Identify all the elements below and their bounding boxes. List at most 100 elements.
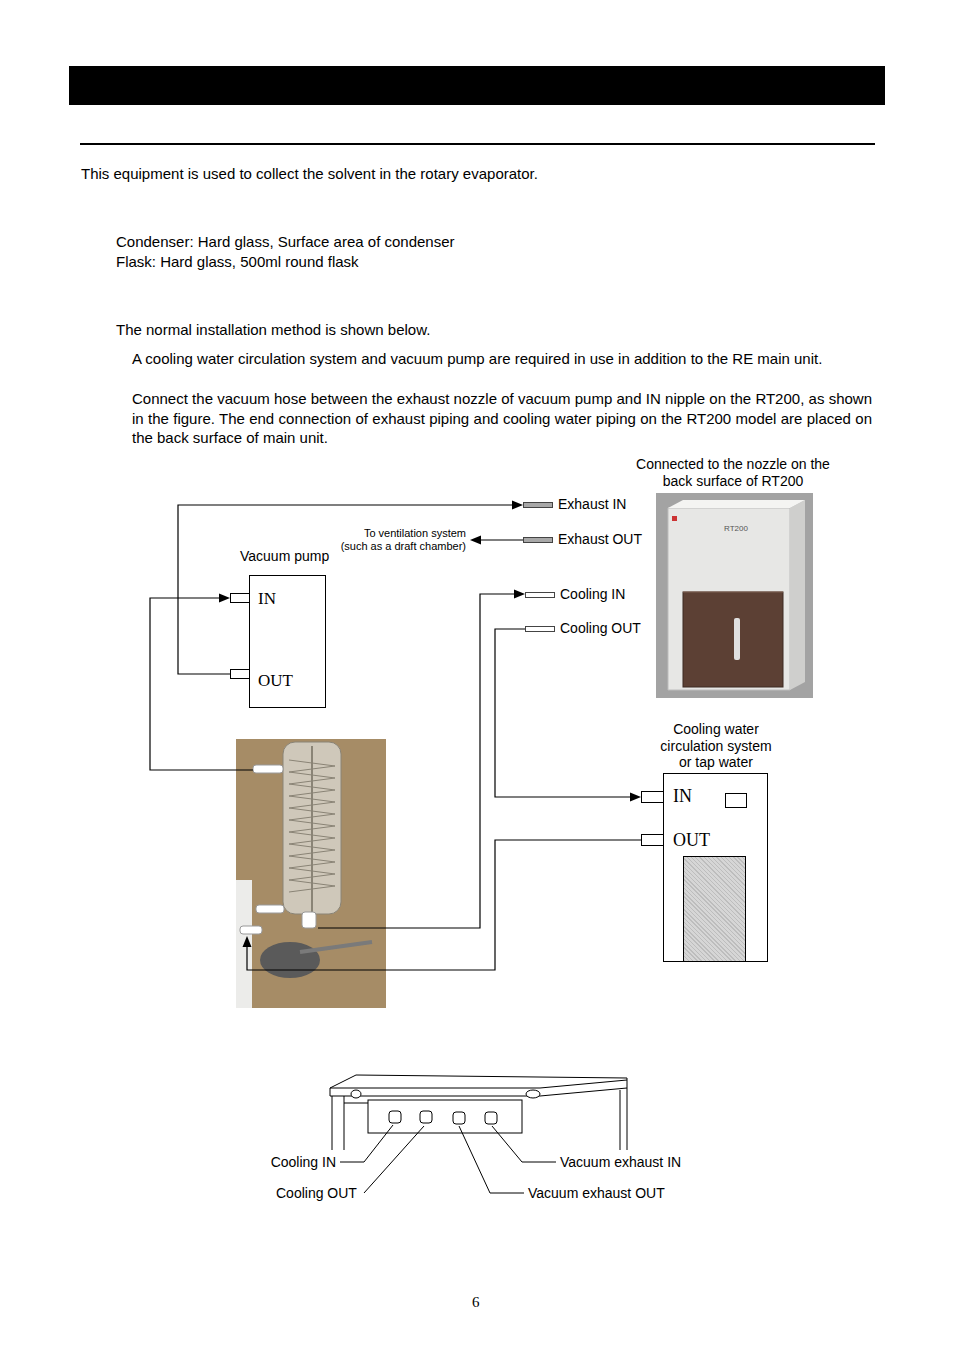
photo-ground [236, 739, 386, 1008]
unit-front [668, 508, 790, 690]
exhaust-port: Exhaust IN [523, 496, 631, 514]
spec-text: Condenser: Hard glass, Surface area of c… [116, 233, 455, 251]
port-name: IN [673, 785, 692, 807]
page-number: 6 [472, 1293, 480, 1311]
port-label: Cooling OUT [276, 1184, 357, 1202]
rod [300, 942, 372, 952]
window-edge [683, 592, 783, 593]
leg [344, 1096, 345, 1150]
port-name: OUT [258, 671, 293, 691]
rt200-photo [656, 493, 813, 698]
condenser-photo [236, 739, 386, 1008]
arrowhead [219, 594, 230, 603]
install-paragraph: Connect the vacuum hose between the exha… [132, 389, 872, 448]
hose-line [495, 629, 630, 797]
nipple [525, 626, 555, 632]
nipple [230, 593, 250, 603]
model-logo: RT200 [724, 524, 748, 534]
leader-line [340, 1125, 393, 1162]
port-name: Exhaust OUT [558, 530, 642, 548]
nipple [641, 834, 664, 846]
unit-side [790, 500, 805, 690]
header-bar [69, 66, 885, 105]
indicator-square [725, 793, 747, 808]
install-paragraph: A cooling water circulation system and v… [132, 349, 872, 369]
port-name: Exhaust IN [558, 495, 626, 513]
exhaust-port: Exhaust OUT [523, 531, 647, 549]
cooling-port: Cooling IN [525, 586, 630, 604]
nozzle [389, 1111, 401, 1123]
vacuum-pump-box: Vacuum pumpINOUT [230, 575, 326, 708]
port-label: Vacuum exhaust OUT [528, 1184, 665, 1202]
cooling-port: Cooling OUT [525, 620, 645, 638]
cooling-hose [318, 594, 514, 928]
corner [526, 1090, 540, 1098]
port-name: IN [258, 589, 276, 609]
intro-text: This equipment is used to collect the so… [81, 165, 538, 183]
rail [344, 1103, 368, 1104]
box-heading: Vacuum pump [240, 547, 329, 565]
exhaust-hose [481, 539, 523, 540]
section-rule [80, 143, 875, 145]
table-top [330, 1075, 627, 1096]
port-label: Cooling IN [216, 1153, 336, 1171]
wires [150, 540, 641, 970]
nipple [523, 502, 553, 508]
arrowhead [630, 793, 641, 802]
connector [178, 501, 523, 675]
port-name: Cooling IN [560, 585, 625, 603]
arrowhead [512, 501, 523, 510]
cooling-water-box: Cooling water circulation system or tap … [641, 773, 768, 962]
nipple [230, 669, 250, 679]
table-edge [330, 1088, 540, 1089]
leader-line [459, 1126, 524, 1193]
nipple [302, 912, 316, 928]
outlet-note: To ventilation system (such as a draft c… [335, 527, 466, 553]
joint [260, 942, 320, 978]
leg [332, 1096, 333, 1150]
leg [620, 1090, 621, 1150]
hose-line [178, 505, 512, 674]
port-name: OUT [673, 829, 710, 851]
arrowhead [243, 936, 252, 947]
table-edge [540, 1080, 627, 1088]
leg [627, 1088, 628, 1150]
nipple [253, 765, 283, 773]
nipple [525, 592, 555, 598]
arrowhead [514, 590, 525, 599]
cooling-hose [247, 840, 641, 970]
photo-caption: Connected to the nozzle on the back surf… [633, 456, 833, 490]
spec-text: Flask: Hard glass, 500ml round flask [116, 253, 359, 271]
port-name: Cooling OUT [560, 619, 641, 637]
condenser-glass [283, 742, 341, 914]
tank-panel [683, 856, 746, 962]
leader-line [364, 1126, 424, 1193]
table-back-drawing [330, 1075, 627, 1150]
leader-lines [340, 1125, 556, 1193]
nipple [523, 537, 553, 543]
nipple [240, 926, 262, 934]
arrowheads [219, 536, 525, 948]
corner [351, 1090, 361, 1098]
box-heading: Cooling water circulation system or tap … [657, 721, 775, 771]
photo-ground [656, 493, 813, 698]
install-text: The normal installation method is shown … [116, 321, 430, 339]
logo-mark [672, 516, 677, 521]
unit-handle [734, 618, 740, 660]
nozzle [453, 1112, 465, 1124]
leader-line [492, 1126, 556, 1162]
nozzle [485, 1112, 497, 1124]
unit-top [668, 500, 805, 508]
arrowhead [470, 536, 481, 545]
vacuum-hose [150, 598, 253, 770]
unit-window [683, 592, 783, 687]
nipple [641, 791, 664, 803]
nozzle [420, 1111, 432, 1123]
port-label: Vacuum exhaust IN [560, 1153, 681, 1171]
nipple [256, 905, 284, 913]
cooling-coil [289, 760, 335, 892]
stand [236, 880, 252, 1008]
